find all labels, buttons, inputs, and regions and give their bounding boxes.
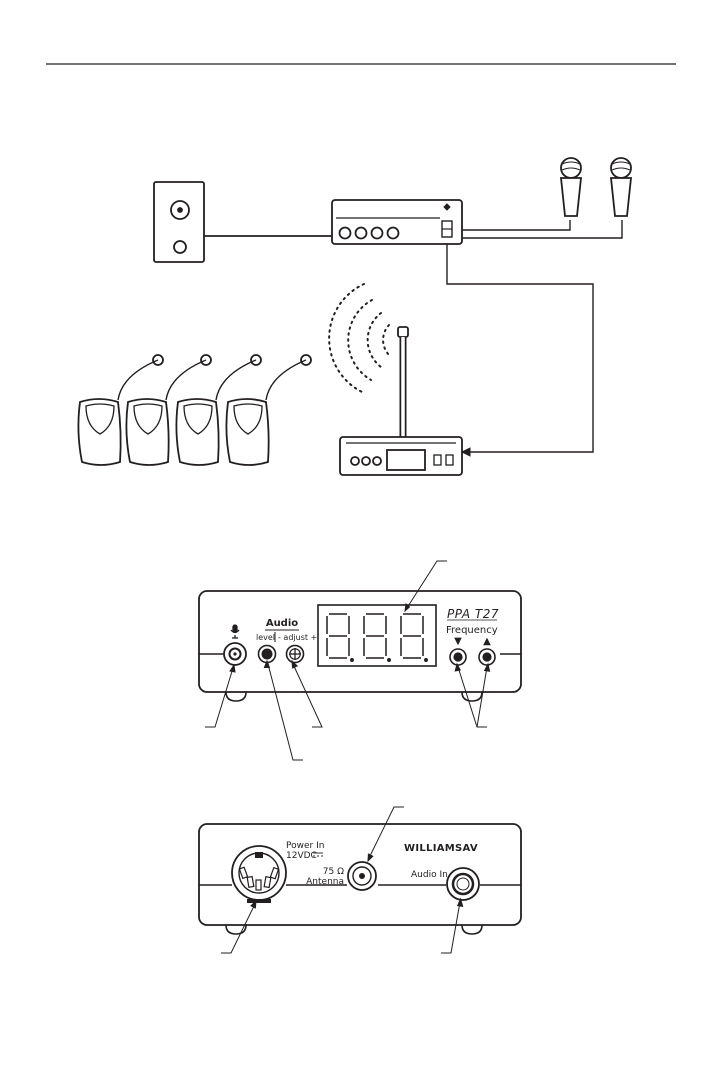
radio-waves-icon	[329, 284, 389, 392]
front-panel: Audio level - adjust +	[199, 561, 521, 760]
antenna-label: Antenna	[306, 877, 344, 887]
audio-adjust-knob[interactable]	[287, 646, 304, 663]
frequency-display	[318, 605, 436, 666]
mic-cable-2	[462, 220, 622, 238]
microphone-icon	[561, 158, 581, 216]
audio-heading: Audio	[266, 618, 298, 629]
mic-cable-1	[462, 220, 570, 230]
speaker-icon	[154, 182, 204, 262]
microphone-icon	[611, 158, 631, 216]
power-voltage-label: 12VDC	[286, 851, 317, 861]
antenna-connector[interactable]	[348, 862, 376, 890]
frequency-down-symbol: ▼	[454, 636, 462, 647]
adjust-label: - adjust +	[278, 633, 317, 642]
mic-input-jack[interactable]	[224, 643, 246, 665]
frequency-down-button[interactable]	[450, 649, 466, 665]
frequency-up-symbol: ▲	[483, 636, 491, 647]
power-in-label: Power In	[286, 841, 324, 851]
brand-logo: WILLIAMSAV	[404, 843, 478, 854]
rear-panel: Power In 12VDC 75 Ω Antenna WILLIAMSAV A…	[199, 807, 521, 953]
mixer-unit	[332, 200, 462, 244]
transmitter-unit	[340, 327, 462, 475]
model-label: PPA T27	[447, 607, 499, 621]
frequency-label: Frequency	[446, 625, 498, 636]
audio-cable	[447, 244, 593, 452]
audio-in-label: Audio In	[411, 870, 448, 880]
frequency-up-button[interactable]	[479, 649, 495, 665]
system-diagram	[78, 158, 631, 475]
level-label: level	[256, 633, 275, 642]
receiver-icon	[226, 355, 311, 465]
antenna-impedance-label: 75 Ω	[323, 867, 344, 877]
audio-in-jack[interactable]	[447, 868, 479, 900]
